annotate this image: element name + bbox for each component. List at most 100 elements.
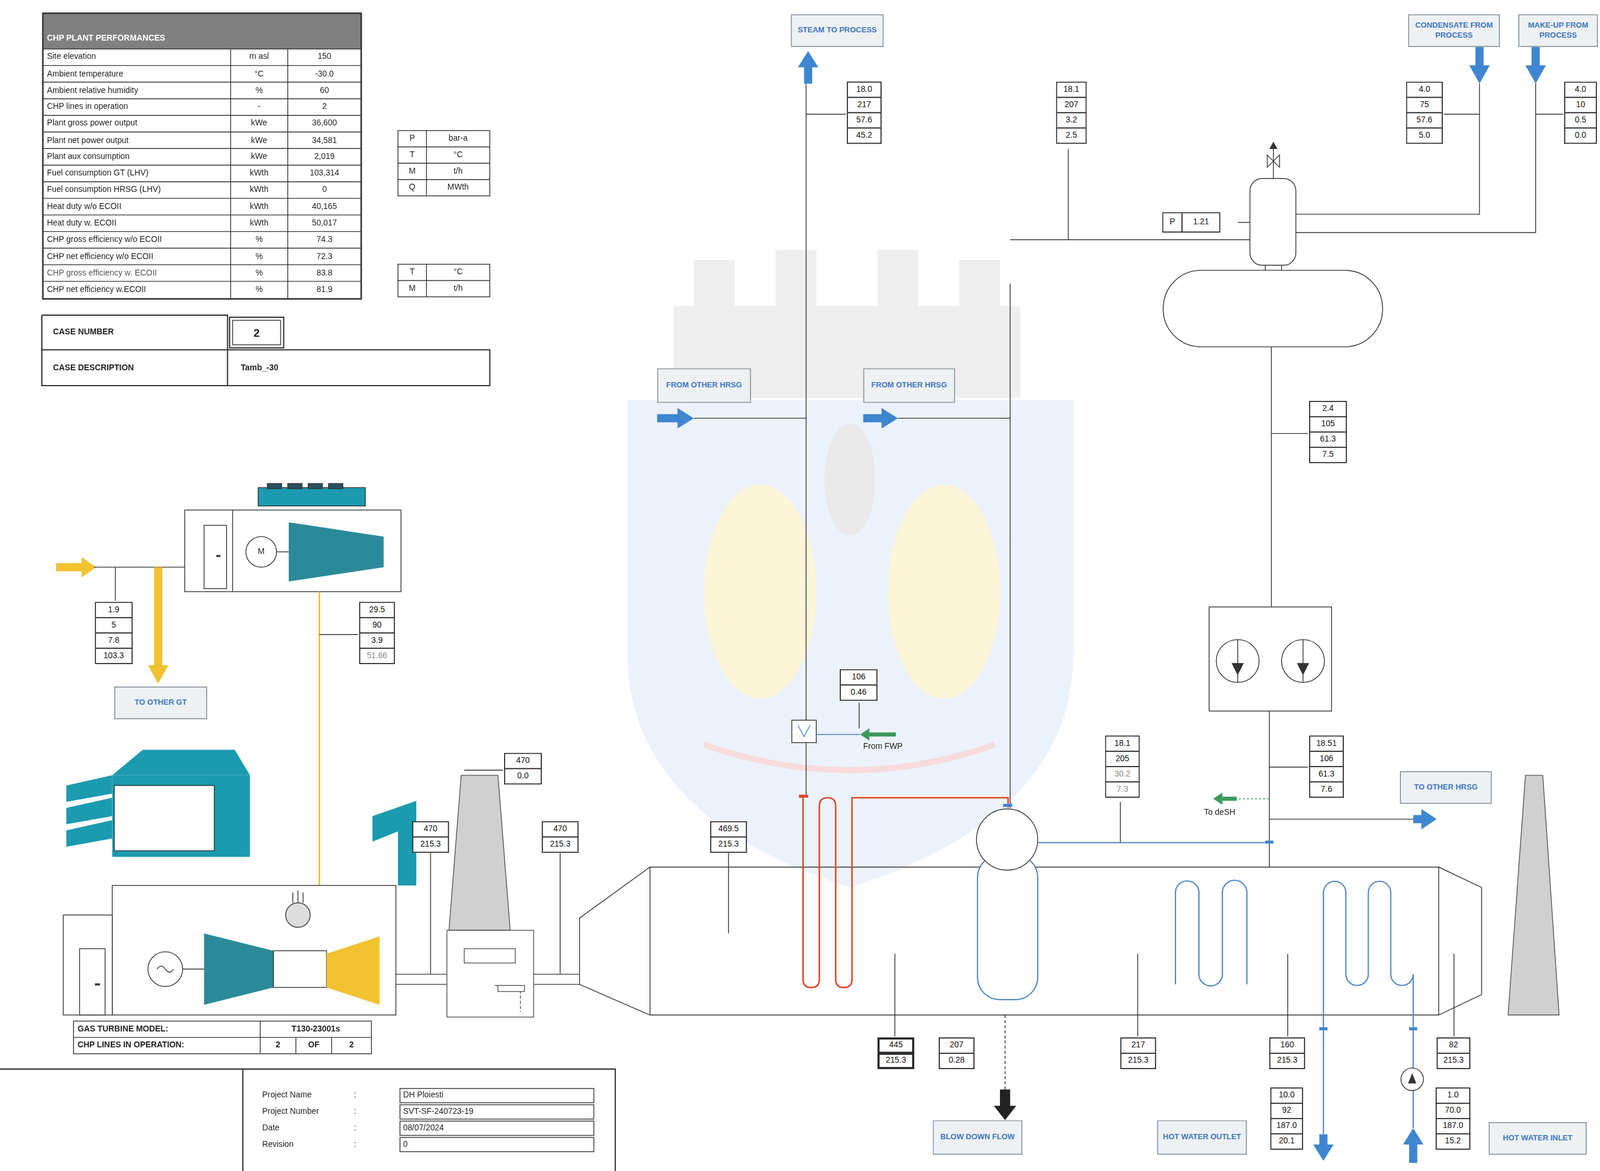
table-cell: M [398, 280, 427, 297]
flow-tag: STEAM TO PROCESS [790, 14, 884, 47]
steam-system-part [693, 418, 807, 419]
table-cell: CASE DESCRIPTION [52, 360, 222, 377]
value-stack: 18.120530.27.3 [1105, 735, 1141, 798]
fuel-gas-line-part [319, 634, 359, 635]
table-cell: 74.3 [287, 232, 362, 249]
steam-system-part [806, 113, 847, 115]
value-cell: 187.0 [1435, 1118, 1471, 1135]
value-stack: 1.957.8103.3 [94, 601, 133, 665]
title-block-part [399, 1137, 594, 1152]
deaerator-system-part [1273, 148, 1274, 179]
value-cell: 205 [1105, 750, 1141, 768]
gas-compressor-skid-part [288, 522, 384, 582]
gas-compressor-skid-part [184, 509, 402, 592]
value-cell: 105 [1309, 416, 1347, 433]
table-cell: Fuel consumption HRSG (LHV) [47, 181, 229, 199]
value-cell: 4.0 [1406, 81, 1443, 99]
value-cell: 217 [1120, 1037, 1157, 1055]
value-cell: 0.28 [938, 1052, 975, 1070]
value-cell: 70.0 [1435, 1102, 1471, 1120]
bypass-stack-part [430, 770, 561, 975]
table-cell: % [230, 248, 288, 265]
flow-tag: TO OTHER GT [114, 686, 208, 720]
bypass-stack-part [448, 775, 510, 931]
value-cell: 10.0 [1270, 1087, 1303, 1105]
fuel-gas-line-part [93, 567, 185, 568]
watermark-part [824, 423, 876, 536]
table-cell: kWth [230, 215, 288, 233]
flow-tag: TO OTHER HRSG [1399, 771, 1492, 804]
value-stack: 217215.3 [1120, 1037, 1157, 1070]
value-cell: 0.5 [1564, 112, 1597, 129]
table-cell: 40,165 [287, 198, 362, 215]
value-cell: 2.5 [1055, 127, 1087, 145]
value-cell: 103.3 [94, 647, 133, 665]
value-stack: 470215.3 [541, 821, 579, 854]
value-cell: 215.3 [412, 836, 449, 854]
table-cell: % [230, 281, 288, 298]
flow-tag: MAKE-UP FROM PROCESS [1518, 14, 1598, 47]
value-cell: 1.9 [94, 601, 133, 619]
table-cell: SVT-SF-240723-19 [402, 1104, 592, 1121]
table-cell: 83.8 [287, 264, 362, 282]
value-cell: 10 [1564, 97, 1597, 114]
deaerator-system-part [1236, 798, 1270, 800]
economizer-coils-part [1313, 1144, 1334, 1162]
steam-system-part [657, 413, 680, 423]
gas-compressor-skid-part [307, 483, 323, 489]
gas-turbine-part [147, 952, 183, 987]
deaerator-system-part [1296, 83, 1480, 215]
deaerator-system-part [1237, 222, 1251, 223]
table-cell: MWth [426, 179, 490, 197]
value-cell: 20.1 [1270, 1133, 1303, 1151]
deaerator-system-part [1269, 711, 1413, 868]
drawing-label: M [253, 544, 270, 561]
steam-system-part [869, 732, 896, 737]
table-cell: CHP LINES IN OPERATION: [77, 1037, 257, 1055]
table-cell: Plant aux consumption [47, 148, 229, 166]
table-cell: M [398, 163, 427, 180]
value-stack: 10.092187.020.1 [1270, 1087, 1303, 1151]
value-cell: 61.3 [1309, 431, 1347, 449]
value-cell: 470 [412, 821, 449, 838]
tag-text: HOT WATER INLET [1502, 1133, 1573, 1144]
watermark [627, 250, 1074, 889]
table-cell: T [398, 147, 427, 164]
value-cell: 215.3 [710, 836, 747, 854]
table-cell: T130-23001s [260, 1021, 372, 1038]
table-cell: 0 [402, 1136, 592, 1154]
value-stack: 18.5110661.37.6 [1309, 735, 1344, 798]
gas-compressor-skid-part [257, 487, 366, 506]
flow-tag: CONDENSATE FROM PROCESS [1408, 14, 1500, 47]
table-cell: : [353, 1136, 363, 1154]
steam-system-part [999, 1090, 1010, 1109]
table-cell: bar-a [426, 130, 490, 148]
table-cell: 72.3 [287, 248, 362, 265]
table-cell: CHP lines in operation [47, 98, 229, 116]
table-cell: CHP gross efficiency w/o ECOII [47, 232, 229, 249]
deaerator-system-part [1250, 178, 1297, 265]
table-cell: 2,019 [287, 148, 362, 166]
deaerator-system-part [1271, 346, 1308, 608]
gas-turbine-part [285, 902, 311, 928]
value-cell: 18.0 [846, 81, 882, 99]
table-cell: : [353, 1087, 363, 1105]
deaerator-system-part [1469, 65, 1490, 84]
table-cell: Fuel consumption GT (LHV) [47, 165, 229, 182]
table-cell: 150 [287, 49, 362, 66]
flow-tag: HOT WATER INLET [1488, 1122, 1587, 1155]
table-cell: 34,581 [287, 132, 362, 149]
table-cell: % [230, 264, 288, 282]
value-cell: 217 [846, 97, 882, 114]
table-cell: Site elevation [47, 49, 229, 66]
value-cell: 29.5 [359, 601, 396, 619]
value-stack: 29.5903.951.66 [359, 601, 396, 665]
deaerator-system-part [1222, 796, 1237, 801]
value-stack: 82215.3 [1436, 1037, 1471, 1070]
gas-turbine-part [326, 936, 380, 1006]
steam-system-part [898, 418, 1011, 419]
table-cell: Heat duty w/o ECOII [47, 198, 229, 215]
watermark-part [627, 399, 1074, 888]
tag-text: FROM OTHER HRSG [666, 380, 742, 391]
value-cell: 215.3 [541, 836, 579, 854]
